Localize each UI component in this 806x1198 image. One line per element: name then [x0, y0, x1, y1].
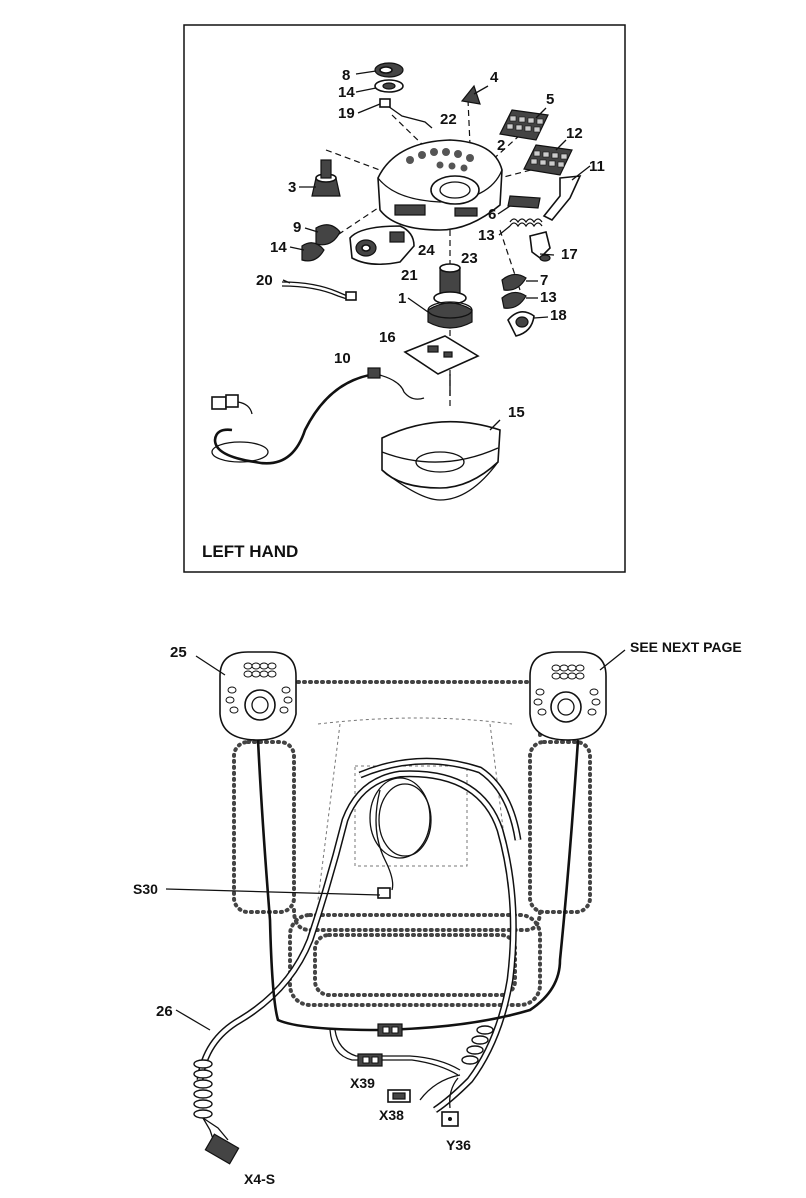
- callout-12: 12: [566, 125, 583, 142]
- callout-x4-s: X4-S: [244, 1171, 275, 1187]
- connector-x38: [387, 1089, 411, 1103]
- connector-x39: [357, 1053, 383, 1067]
- callout-14b: 14: [270, 239, 287, 256]
- callout-24: 24: [418, 242, 435, 259]
- inline-connector: [377, 1023, 403, 1037]
- part-14-spacer-lower: [301, 242, 325, 262]
- callout-15: 15: [508, 404, 525, 421]
- part-6-switch: [507, 195, 541, 209]
- connector-y36: [441, 1111, 459, 1127]
- left-control-handle: [219, 651, 297, 741]
- callout-25: 25: [170, 644, 187, 661]
- part-17-clip: [529, 231, 551, 262]
- part-14-spacer: [374, 79, 404, 93]
- callout-1: 1: [398, 290, 406, 307]
- part-5-keypad: [499, 109, 549, 141]
- callout-11: 11: [589, 158, 605, 175]
- part-12-keypad: [523, 144, 573, 176]
- part-19-cable-lead: [379, 98, 433, 129]
- part-3-knob: [311, 159, 341, 197]
- callout-3: 3: [288, 179, 296, 196]
- exploded-view-frame: [183, 24, 626, 573]
- part-9-grip-pad: [315, 224, 341, 246]
- callout-21: 21: [401, 267, 418, 284]
- callout-19: 19: [338, 105, 355, 122]
- callout-5: 5: [546, 91, 554, 108]
- part-13-spring-lower: [501, 291, 527, 309]
- part-15-base-housing: [381, 420, 501, 501]
- callout-2: 2: [497, 137, 505, 154]
- callout-4: 4: [490, 69, 499, 86]
- harness-26: [193, 757, 522, 1165]
- panel-caption: LEFT HAND: [202, 542, 298, 561]
- callout-8: 8: [342, 67, 350, 84]
- callout-y36: Y36: [446, 1137, 471, 1153]
- part-8-grip-pad: [374, 62, 404, 78]
- callout-s30: S30: [133, 881, 158, 897]
- callout-20: 20: [256, 272, 273, 289]
- callout-9: 9: [293, 219, 301, 236]
- right-control-handle: [529, 651, 607, 741]
- bottom-callouts: 25 SEE NEXT PAGE S30 26 X39 X38 Y36 X4-S: [133, 639, 742, 1187]
- callout-x39: X39: [350, 1075, 375, 1091]
- callout-18: 18: [550, 307, 567, 324]
- part-4-trim-piece: [460, 84, 481, 105]
- callout-16: 16: [379, 329, 396, 346]
- part-18-cap: [507, 311, 535, 337]
- callout-see-next-page: SEE NEXT PAGE: [630, 639, 742, 655]
- callout-7: 7: [540, 272, 548, 289]
- callout-23: 23: [461, 250, 478, 267]
- top-leader-lines: [282, 70, 591, 431]
- part-16-circuit-board: [403, 335, 480, 396]
- part-7-switch: [501, 273, 527, 291]
- callout-22: 22: [440, 111, 457, 128]
- callout-26: 26: [156, 1003, 173, 1020]
- callout-10: 10: [334, 350, 351, 367]
- connector-x4-s: [204, 1133, 240, 1165]
- bottom-leader-lines: [165, 649, 626, 1031]
- part-21-bracket: [349, 225, 415, 266]
- part-10-harness: [211, 367, 425, 465]
- top-callouts: 8 14 19 4 5 22 12 2 11 3 6 9 13 14 24 17…: [256, 67, 605, 421]
- callout-13a: 13: [478, 227, 495, 244]
- callout-13b: 13: [540, 289, 557, 306]
- callout-17: 17: [561, 246, 578, 263]
- callout-6: 6: [488, 206, 496, 223]
- callout-x38: X38: [379, 1107, 404, 1123]
- seat-switch-coil: [369, 777, 432, 899]
- part-20-cable: [281, 281, 357, 301]
- part-2-upper-housing: [377, 139, 503, 231]
- part-1-joystick-assembly: [427, 263, 473, 329]
- callout-14a: 14: [338, 84, 355, 101]
- part-11-lever: [542, 175, 582, 222]
- part-13-spring: [509, 218, 543, 228]
